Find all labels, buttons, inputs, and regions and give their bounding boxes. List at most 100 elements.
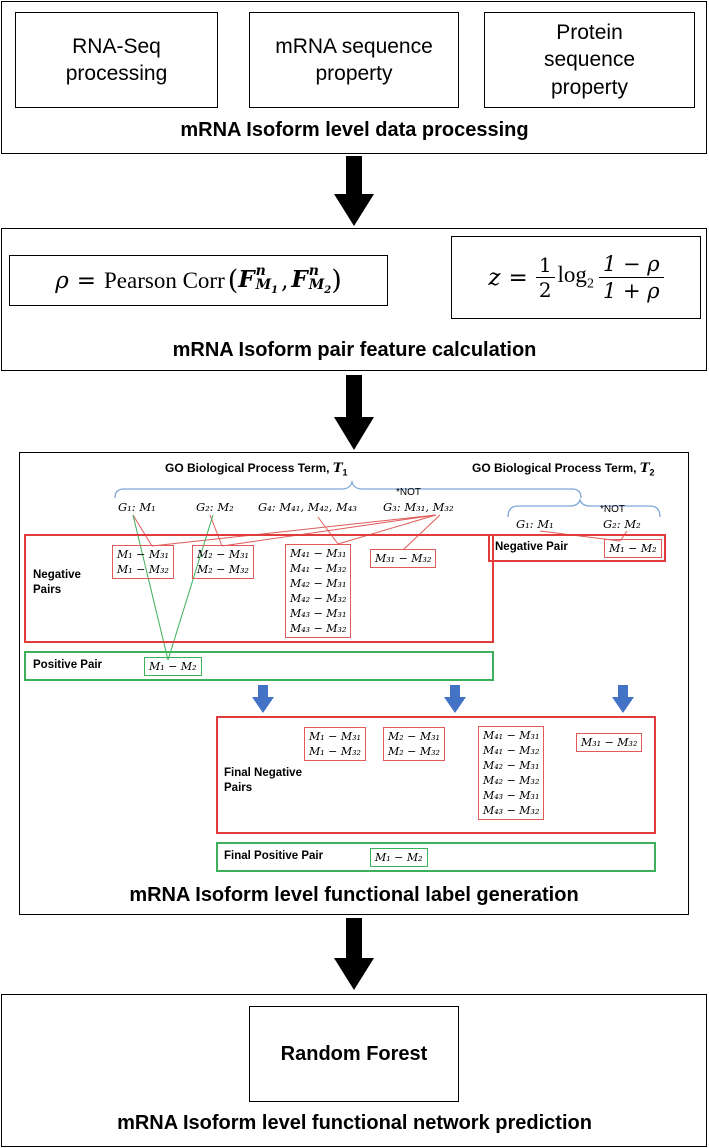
neg-group-3: M₄₁ − M₃₁ M₄₁ − M₃₂ M₄₂ − M₃₁ M₄₂ − M₃₂ … — [285, 544, 352, 638]
go-term-t2-var: T — [639, 461, 650, 476]
rho-numerator: 1 − ρ — [598, 251, 664, 278]
go-term-t2-label: GO Biological Process Term, — [472, 461, 640, 475]
feature-m1-subsub: 1 — [271, 284, 279, 296]
final-neg-pair: M₂ − M₃₂ — [388, 745, 440, 758]
final-neg-pair: M₃₁ − M₃₂ — [581, 736, 638, 749]
protein-line3: property — [550, 75, 629, 99]
network-prediction-title: mRNA Isoform level functional network pr… — [117, 1112, 592, 1134]
go-term-t1-label: GO Biological Process Term, — [165, 461, 333, 475]
equals-sign-1: = — [76, 267, 97, 294]
open-paren: ( — [227, 265, 239, 296]
neg-pair: M₄₃ − M₃₁ — [290, 607, 347, 620]
not-label-t1: *NOT — [396, 487, 421, 498]
positive-pair-label: Positive Pair — [33, 659, 103, 671]
feature-m2-sub: M — [308, 276, 325, 293]
final-neg-pair: M₄₂ − M₃₂ — [483, 774, 540, 787]
rho-denominator: 1 + ρ — [602, 279, 660, 303]
random-forest-label: Random Forest — [280, 1043, 428, 1065]
feature-m2-letter: F — [291, 265, 308, 293]
protein-sequence-property-box: Protein sequence property — [484, 12, 695, 108]
log-text: log2 — [558, 262, 594, 293]
feature-calculation-title: mRNA Isoform pair feature calculation — [172, 339, 537, 361]
feature-m1-sup: n — [255, 262, 266, 279]
final-pos-pair: M₁ − M₂ — [370, 848, 428, 867]
final-neg-pair: M₄₁ − M₃₁ — [483, 729, 540, 742]
mrna-sequence-property-box: mRNA sequence property — [249, 12, 459, 108]
arrow-stage2-to-stage3 — [334, 375, 374, 450]
gene-g2-t2: G₂: M₂ — [603, 517, 641, 531]
arrow-stage1-to-stage2 — [334, 156, 374, 226]
neg-pair: M₄₂ − M₃₂ — [290, 592, 347, 605]
log-base: 2 — [586, 276, 594, 292]
final-neg-pair: M₄₂ − M₃₁ — [483, 759, 540, 772]
label-generation-title: mRNA Isoform level functional label gene… — [129, 884, 579, 906]
random-forest-box: Random Forest — [249, 1006, 459, 1102]
neg-pair: M₄₁ − M₃₂ — [290, 562, 347, 575]
feature-calculation-stage — [1, 228, 707, 371]
close-paren: ) — [331, 265, 342, 296]
go-term-t1: GO Biological Process Term, T1 — [165, 461, 348, 477]
blue-arrows — [252, 685, 634, 713]
final-neg-group-3: M₄₁ − M₃₁ M₄₁ − M₃₂ M₄₂ − M₃₁ M₄₂ − M₃₂ … — [478, 726, 545, 820]
half-denominator: 2 — [538, 278, 552, 302]
go-term-t2: GO Biological Process Term, T2 — [472, 461, 655, 477]
feature-m2-subsub: 2 — [324, 284, 332, 296]
final-negative-label: Final Negative Pairs — [224, 767, 302, 794]
negative-pairs-box — [24, 534, 494, 643]
z-symbol: z — [488, 264, 501, 291]
rna-seq-line2: processing — [65, 62, 168, 85]
final-neg-pair: M₂ − M₃₁ — [388, 730, 440, 743]
brace-t2 — [507, 497, 661, 518]
rna-seq-line1: RNA-Seq — [72, 34, 161, 58]
neg-group-2: M₂ − M₃₁ M₂ − M₃₂ — [192, 545, 254, 579]
arrow-stage3-to-stage4 — [334, 918, 374, 990]
rna-seq-processing-box: RNA-Seq processing — [15, 12, 218, 108]
pearson-corr-text: Pearson Corr — [104, 267, 225, 293]
log-word: log — [557, 262, 587, 288]
positive-connectors — [132, 514, 214, 661]
go-term-t1-sub: 1 — [342, 467, 348, 478]
not-label-t2: *NOT — [600, 504, 625, 515]
neg-pair: M₁ − M₃₁ — [117, 548, 169, 561]
neg-pair: M₁ − M₃₂ — [117, 563, 169, 576]
half-fraction: 1 2 — [535, 253, 555, 302]
neg-pair-t2: M₁ − M₂ — [604, 539, 662, 558]
neg-pair: M₂ − M₃₂ — [197, 563, 249, 576]
final-neg-pair: M₁ − M₃₁ — [309, 730, 361, 743]
feature-m2-sup: n — [308, 262, 319, 279]
gene-g3-t1: G₃: M₃₁, M₃₂ — [383, 500, 454, 514]
go-term-t2-sub: 2 — [649, 467, 655, 478]
gene-g1-t1: G₁: M₁ — [118, 500, 156, 514]
equals-sign-2: = — [508, 264, 528, 291]
protein-line1: Protein — [556, 21, 623, 45]
rho-fraction: 1 − ρ 1 + ρ — [598, 251, 664, 304]
mrna-seq-line2: property — [315, 62, 393, 85]
negative-pair-t2-box — [488, 534, 666, 562]
rho-symbol: ρ — [55, 267, 69, 294]
pos-pair: M₁ − M₂ — [144, 657, 202, 676]
feature-m1-letter: F — [238, 265, 255, 293]
go-term-t1-var: T — [332, 461, 343, 476]
final-neg-group-2: M₂ − M₃₁ M₂ − M₃₂ — [383, 727, 445, 761]
neg-pair: M₄₃ − M₃₂ — [290, 622, 347, 635]
fisher-z-formula-box: z = 1 2 log2 1 − ρ 1 + ρ — [451, 236, 701, 319]
protein-line2: sequence — [543, 48, 636, 72]
gene-g1-t2: G₁: M₁ — [516, 517, 554, 531]
data-processing-title: mRNA Isoform level data processing — [180, 119, 529, 141]
positive-pair-box — [24, 651, 494, 681]
feature-m1-sub: M — [255, 276, 272, 293]
label-generation-stage — [19, 452, 689, 915]
brace-t1 — [114, 479, 582, 499]
neg-group-4: M₃₁ − M₃₂ — [370, 549, 437, 568]
negative-pairs-label: Negative Pairs — [33, 569, 81, 596]
final-neg-pair: M₁ − M₃₂ — [309, 745, 361, 758]
neg-pair: M₄₂ − M₃₁ — [290, 577, 347, 590]
negative-pair-t2-label: Negative Pair — [495, 541, 568, 553]
final-neg-pair: M₄₃ − M₃₂ — [483, 804, 540, 817]
neg-group-1: M₁ − M₃₁ M₁ − M₃₂ — [112, 545, 174, 579]
neg-pair: M₂ − M₃₁ — [197, 548, 249, 561]
neg-pair: M₄₁ − M₃₁ — [290, 547, 347, 560]
